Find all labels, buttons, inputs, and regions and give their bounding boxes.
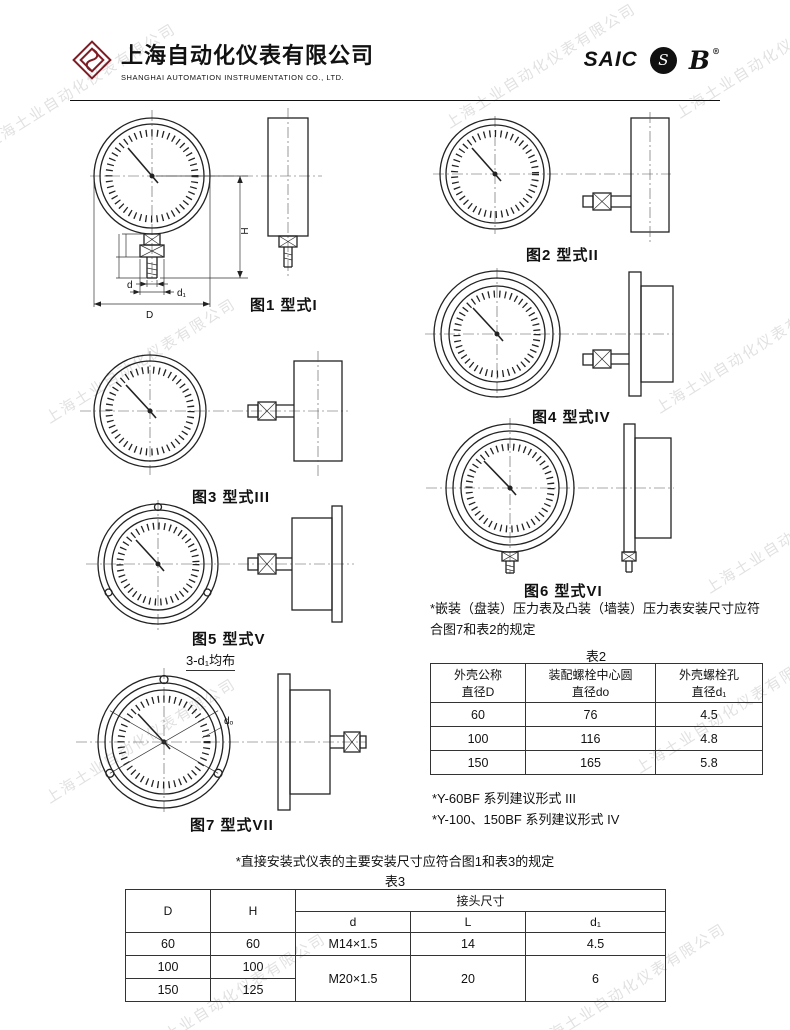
table2-header-cell: 装配螺栓中心圆 直径do (525, 663, 656, 703)
table2-header-cell: 外壳公称 直径D (430, 663, 526, 703)
figure6-caption: 图6 型式VI (524, 583, 603, 600)
table3-header-cell: H (210, 889, 296, 933)
figure3-drawing (80, 351, 348, 477)
watermark: 上海土业自动化仪表有限公司 (702, 465, 790, 598)
table2-header-cell: 外壳螺栓孔 直径d₁ (655, 663, 763, 703)
b-logo: B® (689, 46, 720, 75)
table3-cell: 20 (410, 955, 526, 1002)
company-logo-icon (72, 40, 112, 80)
saic-logo: SAIC (583, 48, 638, 71)
table3-cell: 60 (125, 932, 211, 956)
b-logo-letter: B (688, 45, 710, 75)
figure5-drawing (86, 500, 354, 630)
table3-cell: 100 (210, 955, 296, 979)
table2-row: 100 116 4.8 (430, 726, 763, 751)
table3-cell: M20×1.5 (295, 955, 411, 1002)
table2: 外壳公称 直径D 装配螺栓中心圆 直径do 外壳螺栓孔 直径d₁ 60 76 4… (430, 663, 763, 775)
table3-header-cell: L (410, 911, 526, 933)
figure3-caption: 图3 型式III (192, 489, 271, 506)
company-name: 上海自动化仪表有限公司 (121, 43, 375, 69)
table2-cell: 116 (525, 726, 656, 751)
figure4-caption: 图4 型式IV (532, 409, 611, 426)
dim-d-label: d (127, 280, 133, 291)
table3-cell: 60 (210, 932, 296, 956)
table3-row: 150 125 (125, 978, 666, 1002)
figure1-drawing: H d d₁ D (90, 108, 322, 321)
figure7-caption: 图7 型式VII (190, 817, 274, 834)
note-y60bf: *Y-60BF 系列建议形式 III (432, 791, 576, 806)
table3-header-cell: D (125, 889, 211, 933)
table2-cell: 76 (525, 702, 656, 727)
table2-cell: 165 (525, 750, 656, 775)
table2-label: 表2 (585, 649, 607, 664)
table3-subheader-row: d L d₁ (126, 911, 667, 933)
table3-cell: 4.5 (524, 932, 667, 956)
s-circle-logo: S (649, 46, 677, 74)
table2-cell: 4.8 (655, 726, 763, 751)
dim-H-label: H (240, 227, 251, 234)
table2-row: 60 76 4.5 (430, 702, 763, 727)
table3-cell: M14×1.5 (295, 932, 411, 956)
figure5-caption: 图5 型式V (192, 631, 266, 648)
figure7-drawing: dₒ (76, 668, 367, 814)
table3-cell: 125 (210, 978, 296, 1002)
figure7-note: 3-d₁均布 (186, 650, 236, 671)
table3-header-cell: d₁ (524, 911, 667, 933)
note-y100bf: *Y-100、150BF 系列建议形式 IV (432, 812, 620, 827)
page-header: 上海自动化仪表有限公司 SHANGHAI AUTOMATION INSTRUME… (72, 38, 720, 82)
table3-header-cell: d (295, 911, 411, 933)
registered-mark: ® (712, 45, 720, 56)
figure4-drawing (425, 268, 674, 400)
figure6-drawing (426, 418, 674, 574)
table2-cell: 100 (430, 726, 526, 751)
table2-cell: 4.5 (655, 702, 763, 727)
table3-group-header: 接头尺寸 (294, 889, 667, 912)
company-logo-block: 上海自动化仪表有限公司 SHANGHAI AUTOMATION INSTRUME… (72, 38, 374, 82)
company-name-block: 上海自动化仪表有限公司 SHANGHAI AUTOMATION INSTRUME… (121, 38, 374, 82)
figure1-caption: 图1 型式I (250, 297, 318, 314)
table3-cell: 100 (125, 955, 211, 979)
table3-cell: 6 (524, 955, 667, 1002)
note-direct-mount: *直接安装式仪表的主要安装尺寸应符合图1和表3的规定 (235, 854, 555, 869)
table3-label: 表3 (384, 874, 406, 889)
dim-D-label: D (146, 310, 153, 321)
table2-cell: 5.8 (655, 750, 763, 775)
figure2-drawing (433, 112, 671, 242)
header-rule (70, 100, 720, 101)
table2-cell: 150 (430, 750, 526, 775)
table3-cell: 14 (410, 932, 526, 956)
table3-cell: 150 (125, 978, 211, 1002)
company-name-en: SHANGHAI AUTOMATION INSTRUMENTATION CO.,… (121, 73, 345, 82)
note-embed-mount: *嵌装（盘装）压力表及凸装（墙装）压力表安装尺寸应符合图7和表2的规定 (430, 601, 761, 638)
table2-header-row: 外壳公称 直径D 装配螺栓中心圆 直径do 外壳螺栓孔 直径d₁ (430, 663, 763, 703)
table2-row: 150 165 5.8 (430, 750, 763, 775)
table3: D H 接头尺寸 d L d₁ 60 60 M14×1.5 14 4.5 100… (125, 889, 667, 1002)
table3-row: 100 100 M20×1.5 20 6 (125, 955, 667, 1002)
table2-cell: 60 (430, 702, 526, 727)
dim-d1-label: d₁ (177, 288, 187, 299)
figure2-caption: 图2 型式II (526, 247, 599, 264)
brand-logos: SAIC S B® (584, 46, 720, 75)
table3-row: 60 60 M14×1.5 14 4.5 (125, 932, 667, 956)
table3-header-row: D H 接头尺寸 (125, 889, 667, 933)
dim-d0-label: dₒ (224, 716, 234, 727)
